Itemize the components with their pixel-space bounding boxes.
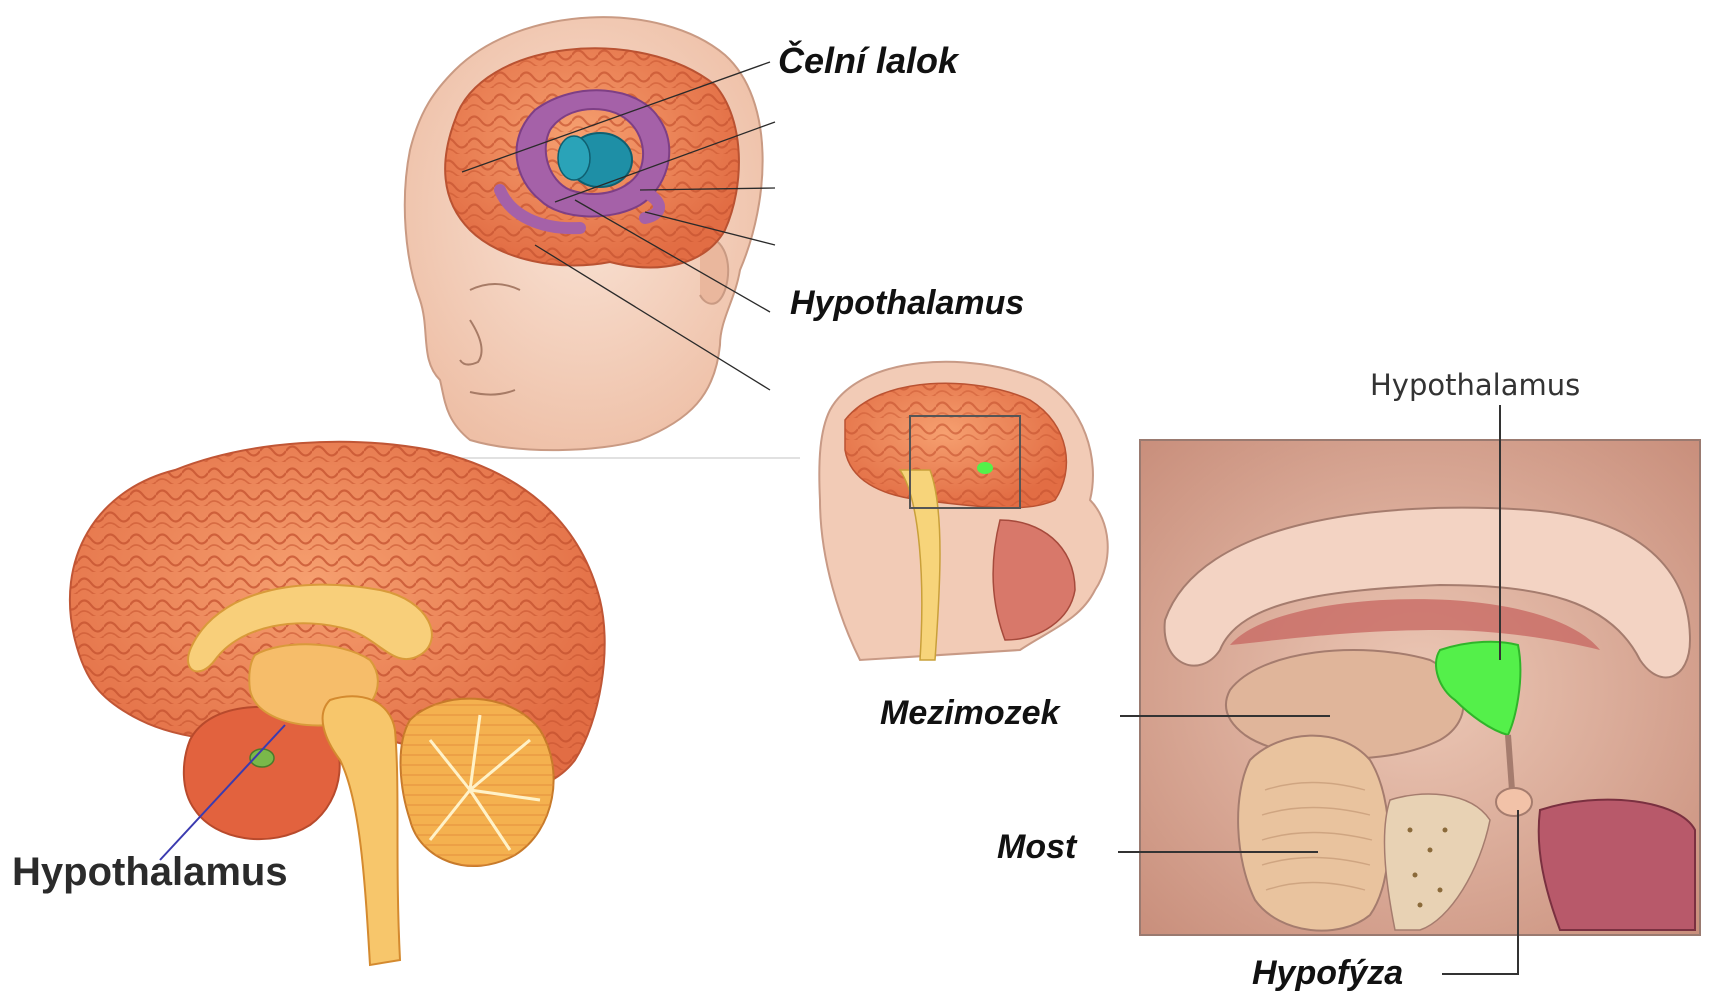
hypothalamus-brain-label: Hypothalamus [12,850,288,894]
pituitary-shape [1496,788,1532,816]
frontal-lobe-label: Čelní lalok [778,39,960,81]
temporal-lobe-shape [184,707,340,839]
pituitary-label: Hypofýza [1252,954,1403,992]
head-section-illustration [819,362,1107,660]
diencephalon-label: Mezimozek [880,694,1062,732]
pons-label: Most [997,828,1078,866]
sagittal-brain-illustration: Hypothalamus [12,442,605,965]
hypothalamus-detail-label: Hypothalamus [1370,368,1580,402]
hypothalamus-head-label: Hypothalamus [790,284,1024,322]
brainstem-shape [323,696,400,965]
